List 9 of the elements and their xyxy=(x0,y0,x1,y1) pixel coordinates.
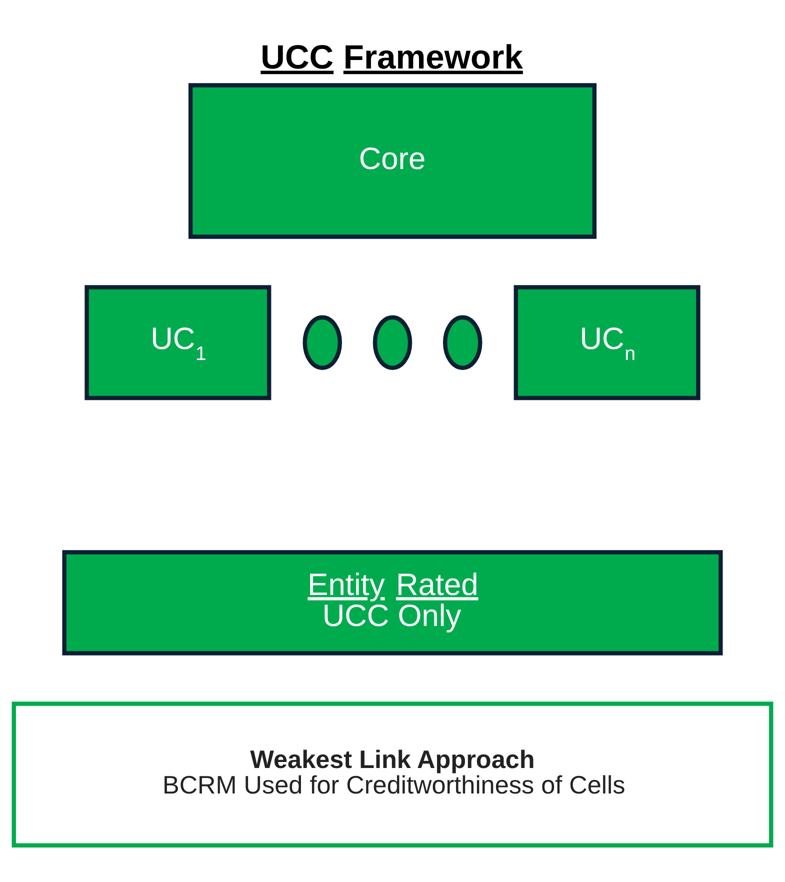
node-box: UC$_{1}$ xyxy=(84,284,272,400)
node-box: Core xyxy=(188,82,597,238)
node-box: Weakest Link Approach BCRM Used for Creditworthiness of Cells xyxy=(12,701,774,847)
diagram-title: UCC Framework xyxy=(260,39,523,76)
node-box: UC$_{n}$ xyxy=(514,284,700,400)
node-ellipse xyxy=(372,314,412,370)
node-ellipse xyxy=(442,314,482,370)
node-ellipse xyxy=(302,314,342,370)
node-box: Entity Rated UCC Only xyxy=(62,550,723,655)
